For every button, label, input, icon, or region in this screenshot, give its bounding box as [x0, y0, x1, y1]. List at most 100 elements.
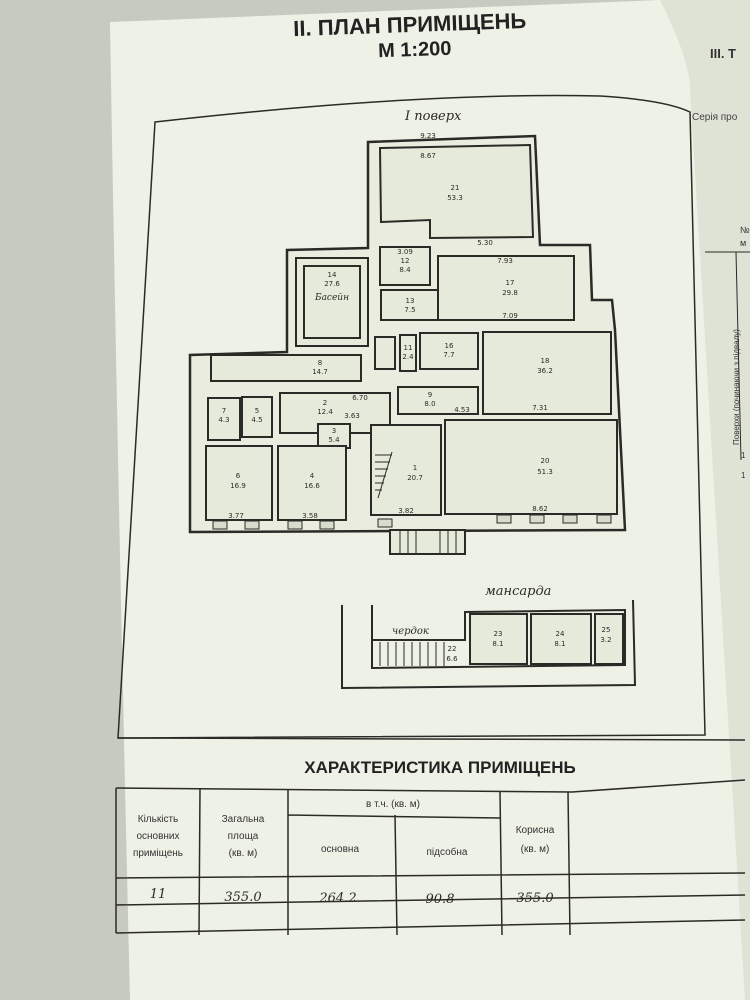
pool-label: Басейн [314, 293, 349, 303]
room-area: 16.6 [304, 482, 320, 490]
plan-frame [117, 94, 706, 739]
room-area: 53.3 [447, 194, 463, 202]
room-number: 24 [556, 630, 565, 638]
room-13 [380, 289, 440, 321]
room-17 [437, 255, 575, 321]
room-area: 8.1 [554, 640, 565, 648]
next-page-col-no: № [740, 225, 750, 235]
room-11 [399, 334, 417, 372]
table-title: ХАРАКТЕРИСТИКА ПРИМІЩЕНЬ [304, 758, 575, 777]
room-number: 12 [401, 257, 410, 265]
loft-label: чердок [392, 626, 429, 637]
dim-label: 7.93 [497, 257, 513, 265]
room-area: 6.6 [446, 655, 458, 663]
room-23 [469, 613, 528, 665]
room-number: 25 [602, 626, 611, 634]
room-area: 4.5 [251, 416, 262, 424]
dim-label: 3.82 [398, 507, 414, 515]
stairs-icon [375, 451, 393, 499]
header-useful: Корисна(кв. м) [516, 825, 555, 855]
room-area: 20.7 [407, 474, 423, 482]
room-area: 8.0 [424, 400, 435, 408]
pool-basin [303, 265, 361, 339]
room-number: 21 [451, 184, 460, 192]
room-8 [210, 354, 362, 382]
room-1-stairs [370, 424, 442, 516]
room-area: 29.8 [502, 289, 518, 297]
attic-label: мансарда [485, 584, 551, 599]
attic-outline [341, 599, 637, 690]
room-number: 8 [318, 359, 322, 367]
room-area: 12.4 [317, 408, 333, 416]
room-number: 9 [428, 391, 432, 399]
dim-label: 9.23 [420, 132, 436, 140]
scale-label: М 1:200 [378, 38, 452, 63]
room-area: 16.9 [230, 482, 246, 490]
next-page-row1: 1 [741, 451, 746, 460]
room-number: 11 [404, 344, 413, 352]
room-number: 23 [494, 630, 503, 638]
dim-label: 7.31 [532, 404, 548, 412]
dim-label: 5.30 [477, 239, 493, 247]
dim-label: 7.09 [502, 312, 518, 320]
room-number: 6 [236, 472, 241, 480]
cell-total: 355.0 [224, 890, 261, 905]
room-area: 8.4 [399, 266, 411, 274]
room-7 [207, 397, 241, 441]
attic-stairs-icon [379, 642, 445, 666]
room-area: 27.6 [324, 280, 340, 288]
dim-label: 3.58 [302, 512, 318, 520]
room-area: 3.2 [600, 636, 611, 644]
room-18 [482, 331, 612, 415]
room-4 [277, 445, 347, 521]
room-number: 3 [332, 427, 336, 435]
room-9 [397, 386, 479, 415]
room-area: 8.1 [492, 640, 503, 648]
room-number: 18 [541, 357, 550, 365]
room-area: 36.2 [537, 367, 553, 375]
floor1-label: I поверх [404, 109, 462, 124]
room-area: 51.3 [537, 468, 553, 476]
room-number: 14 [328, 271, 337, 279]
windows [212, 514, 612, 530]
room-12 [379, 246, 431, 286]
room-number: 1 [413, 464, 417, 472]
header-auxiliary: підсобна [427, 846, 468, 858]
room-24 [530, 613, 592, 665]
room-number: 5 [255, 407, 259, 415]
room-21 [378, 143, 535, 240]
dim-label: 3.09 [397, 248, 413, 256]
cell-main: 264.2 [318, 891, 356, 906]
wc-room [374, 336, 396, 370]
floor-plan: I поверх 9.23 21 53.3 8.67 5.30 14 27.6 … [188, 109, 637, 690]
next-page-col-no2: м [740, 238, 746, 248]
cell-count: 11 [150, 887, 167, 902]
room-area: 7.7 [443, 351, 454, 359]
room-16 [419, 332, 479, 370]
cell-useful: 355.0 [516, 891, 553, 906]
room-area: 2.4 [402, 353, 414, 361]
cell-auxiliary: 90.8 [426, 892, 455, 907]
dim-label: 3.77 [228, 512, 244, 520]
room-number: 7 [222, 407, 226, 415]
room-number: 2 [323, 399, 327, 407]
room-number: 22 [448, 645, 457, 653]
room-number: 17 [506, 279, 515, 287]
room-number: 16 [445, 342, 454, 350]
next-page-row2: 1 [741, 471, 746, 480]
room-number: 20 [541, 457, 550, 465]
dim-label: 6.70 [352, 394, 368, 402]
room-area: 5.4 [328, 436, 340, 444]
header-main: основна [321, 844, 359, 855]
room-25 [594, 613, 624, 665]
room-6 [205, 445, 273, 521]
room-3 [317, 423, 351, 449]
dim-label: 8.67 [420, 152, 436, 160]
dim-label: 8.62 [532, 505, 548, 513]
room-number: 4 [310, 472, 315, 480]
next-page-series: Серія про [692, 112, 738, 123]
